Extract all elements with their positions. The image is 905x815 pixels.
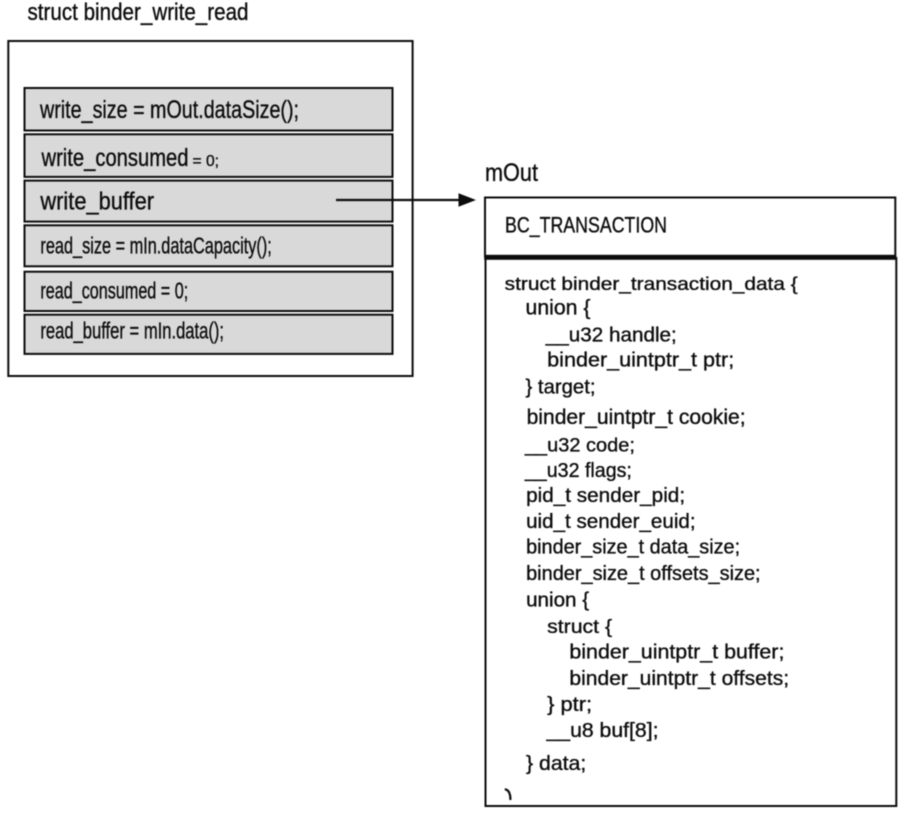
- svg-text:binder_size_t data_size;: binder_size_t data_size;: [526, 537, 740, 559]
- svg-text:binder_uintptr_t ptr;: binder_uintptr_t ptr;: [547, 350, 734, 372]
- svg-text:write_consumed: write_consumed: [41, 144, 189, 172]
- svg-text:struct {: struct {: [547, 616, 612, 638]
- svg-text:= 0;: = 0;: [193, 153, 220, 170]
- svg-text:read_consumed = 0;: read_consumed = 0;: [40, 277, 188, 303]
- svg-text:binder_size_t offsets_size;: binder_size_t offsets_size;: [526, 563, 761, 585]
- svg-text:__u32 handle;: __u32 handle;: [545, 325, 677, 347]
- svg-text:write_size = mOut.dataSize();: write_size = mOut.dataSize();: [39, 96, 299, 124]
- svg-text:binder_uintptr_t buffer;: binder_uintptr_t buffer;: [569, 642, 784, 664]
- svg-text:union {: union {: [526, 590, 589, 612]
- svg-text:union {: union {: [526, 297, 591, 320]
- svg-text:write_buffer: write_buffer: [40, 188, 154, 216]
- svg-text:struct binder_write_read: struct binder_write_read: [28, 0, 249, 26]
- svg-text:__u32 flags;: __u32 flags;: [524, 460, 632, 482]
- svg-text:} target;: } target;: [526, 377, 596, 399]
- svg-text:read_buffer = mIn.data();: read_buffer = mIn.data();: [40, 318, 224, 344]
- svg-text:mOut: mOut: [485, 159, 538, 187]
- svg-text:} data;: } data;: [526, 753, 586, 775]
- svg-text:binder_uintptr_t offsets;: binder_uintptr_t offsets;: [569, 668, 789, 690]
- svg-text:BC_TRANSACTION: BC_TRANSACTION: [505, 213, 667, 238]
- svg-text:} ptr;: } ptr;: [547, 694, 592, 716]
- svg-text:uid_t sender_euid;: uid_t sender_euid;: [526, 511, 696, 533]
- svg-text:__u8 buf[8];: __u8 buf[8];: [545, 720, 658, 742]
- svg-text:read_size = mIn.dataCapacity(): read_size = mIn.dataCapacity();: [40, 232, 271, 258]
- svg-text:pid_t sender_pid;: pid_t sender_pid;: [526, 485, 685, 507]
- svg-text:struct binder_transaction_data: struct binder_transaction_data {: [505, 273, 798, 295]
- svg-text:__u32 code;: __u32 code;: [524, 434, 635, 456]
- svg-text:binder_uintptr_t cookie;: binder_uintptr_t cookie;: [527, 406, 746, 429]
